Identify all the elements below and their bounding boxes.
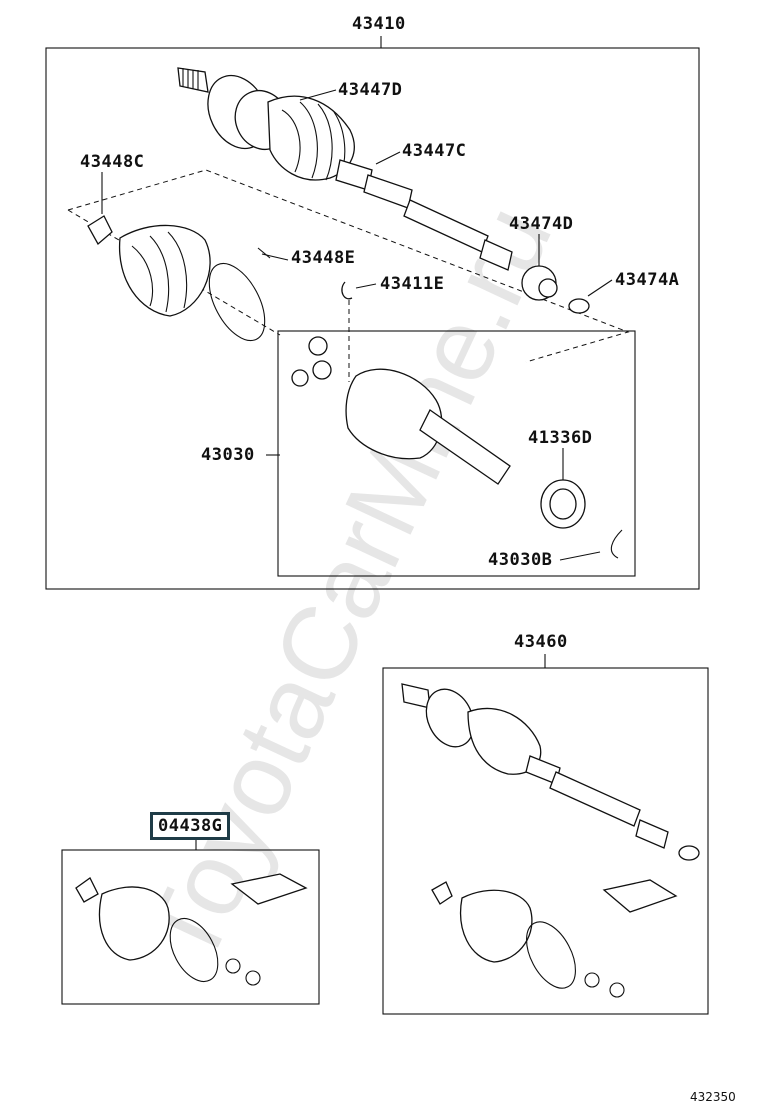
rear-drive-shaft [401, 683, 700, 861]
label-43474d[interactable]: 43474D [509, 214, 574, 234]
label-43447c[interactable]: 43447C [402, 141, 467, 161]
label-43447d[interactable]: 43447D [338, 80, 403, 100]
front-boot-kit [87, 215, 353, 342]
label-43030b[interactable]: 43030B [488, 550, 553, 570]
label-04438g[interactable]: 04438G [150, 812, 231, 840]
front-drive-shaft [177, 67, 590, 314]
label-43448c[interactable]: 43448C [80, 152, 145, 172]
label-43474a[interactable]: 43474A [615, 270, 680, 290]
figure-number: 432350 [690, 1090, 736, 1104]
kit-parts [75, 873, 308, 986]
inner-joint [291, 300, 623, 559]
inner-joint-frame [277, 330, 636, 577]
label-43460[interactable]: 43460 [514, 632, 568, 652]
rear-boot-kit [431, 879, 678, 998]
label-41336d[interactable]: 41336D [528, 428, 593, 448]
label-43410[interactable]: 43410 [352, 14, 406, 34]
kit-frame [61, 849, 320, 1005]
watermark: ToyotaCarMine.ru [122, 189, 574, 982]
label-43411e[interactable]: 43411E [380, 274, 445, 294]
label-43030[interactable]: 43030 [201, 445, 255, 465]
front-assembly-frame [45, 47, 700, 590]
label-43448e[interactable]: 43448E [291, 248, 356, 268]
